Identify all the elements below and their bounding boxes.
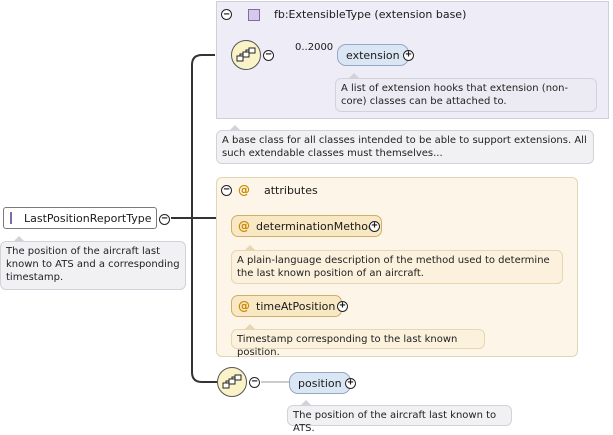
attribute-name: timeAtPosition [256, 299, 336, 313]
extension-cardinality: 0..2000 [295, 42, 334, 53]
sequence-compositor-1[interactable] [231, 40, 261, 70]
extension-base-title: fb:ExtensibleType (extension base) [274, 8, 467, 21]
attribute-determinationMethod[interactable]: @ determinationMethod [231, 215, 382, 237]
expand-position[interactable]: + [345, 377, 356, 389]
collapse-root[interactable]: − [159, 213, 170, 225]
attribute-icon: @ [238, 219, 250, 233]
collapse-sequence-1-icon[interactable]: − [263, 49, 274, 61]
root-type-box[interactable]: LastPositionReportType [3, 207, 157, 229]
complex-type-icon [10, 212, 12, 224]
collapse-sequence-1[interactable]: − [263, 49, 274, 61]
collapse-sequence-2[interactable]: − [249, 376, 260, 388]
attribute-icon: @ [238, 299, 250, 313]
expand-determinationMethod-icon[interactable]: + [369, 220, 380, 232]
extension-base-header: − fb:ExtensibleType (extension base) [221, 8, 466, 21]
root-type-name: LastPositionReportType [24, 211, 152, 225]
attribute-icon: @ [238, 183, 250, 197]
expand-timeAtPosition-icon[interactable]: + [337, 300, 348, 312]
expand-position-icon[interactable]: + [345, 377, 356, 389]
collapse-sequence-2-icon[interactable]: − [249, 376, 260, 388]
sequence-compositor-2[interactable] [217, 367, 247, 397]
timeAtPosition-doc: Timestamp corresponding to the last know… [231, 324, 485, 358]
collapse-root-icon[interactable]: − [159, 213, 170, 225]
position-element-label: position [298, 376, 342, 390]
position-element-doc: The position of the aircraft last known … [287, 400, 512, 434]
complex-type-icon [248, 8, 260, 21]
root-type-doc: The position of the aircraft last known … [0, 236, 186, 290]
expand-extension-icon[interactable]: + [403, 49, 414, 61]
sequence-icon [222, 374, 242, 389]
position-element[interactable]: position [289, 372, 351, 394]
collapse-base-button[interactable]: − [221, 9, 232, 20]
collapse-attributes-button[interactable]: − [221, 184, 232, 196]
attribute-timeAtPosition[interactable]: @ timeAtPosition [231, 295, 343, 317]
extension-element-doc: A list of extension hooks that extension… [335, 73, 597, 112]
attributes-header: − @ attributes [221, 183, 318, 197]
attributes-title: attributes [264, 183, 318, 197]
extension-base-doc: A base class for all classes intended to… [216, 125, 594, 164]
expand-determinationMethod[interactable]: + [369, 220, 380, 232]
expand-timeAtPosition[interactable]: + [337, 300, 348, 312]
sequence-icon [236, 47, 256, 62]
attribute-name: determinationMethod [256, 219, 375, 233]
expand-extension[interactable]: + [403, 49, 414, 61]
extension-element-label: extension [346, 48, 400, 62]
determinationMethod-doc: A plain-language description of the meth… [231, 245, 563, 284]
extension-element[interactable]: extension [337, 44, 409, 66]
